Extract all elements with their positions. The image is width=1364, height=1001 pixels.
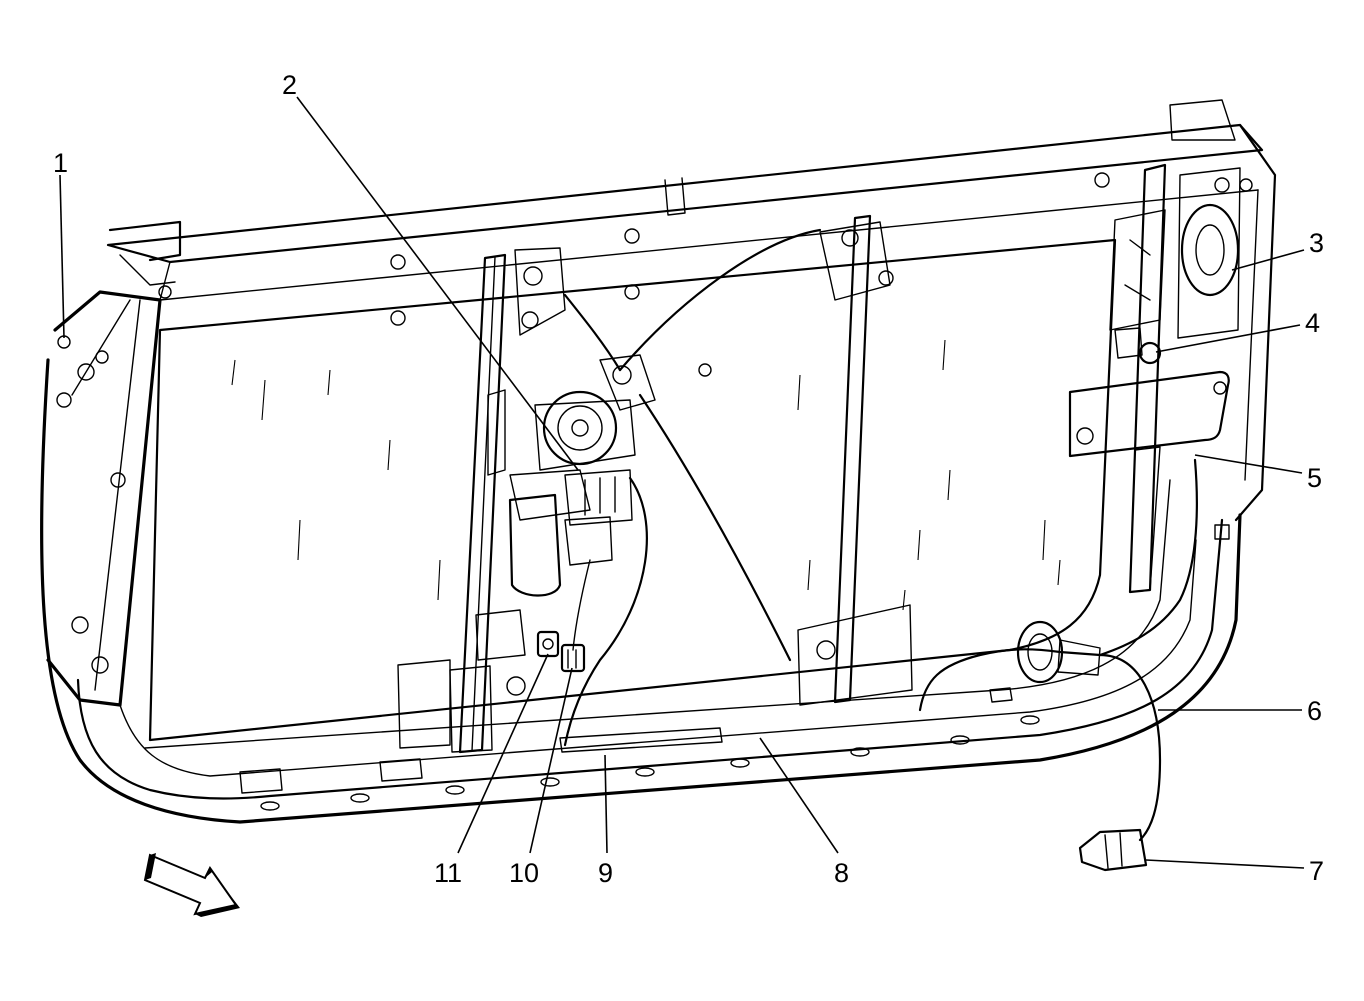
left-window-guide-rail	[397, 247, 566, 754]
forward-arrow-icon	[143, 853, 240, 917]
connector-11	[536, 630, 560, 658]
callout-8: 8	[834, 858, 849, 888]
callout-9: 9	[598, 858, 613, 888]
door-latch-assembly	[1068, 163, 1253, 594]
callout-7: 7	[1309, 856, 1324, 886]
callout-6: 6	[1307, 696, 1322, 726]
window-regulator-motor	[487, 389, 636, 597]
regulator-cable	[563, 228, 822, 662]
center-window-guide-rail	[797, 214, 913, 706]
callout-10: 10	[509, 858, 539, 888]
connector-10	[560, 643, 586, 673]
callout-11: 11	[434, 858, 462, 888]
callout-labels: 1 2 3 4 5 6 7 8 9 10 11	[53, 70, 1324, 888]
lower-frame-clips	[239, 687, 1040, 811]
door-wiring-harness	[563, 458, 1198, 842]
callout-4: 4	[1305, 308, 1320, 338]
callout-1: 1	[53, 148, 68, 178]
top-rail-fasteners	[390, 172, 1110, 377]
callout-2: 2	[282, 70, 297, 100]
callout-5: 5	[1307, 463, 1322, 493]
callout-3: 3	[1309, 228, 1324, 258]
harness-connector-7	[1078, 828, 1148, 872]
callout-leaders	[59, 96, 1305, 869]
left-hinge-bracket	[56, 285, 172, 674]
door-frame	[40, 99, 1277, 824]
